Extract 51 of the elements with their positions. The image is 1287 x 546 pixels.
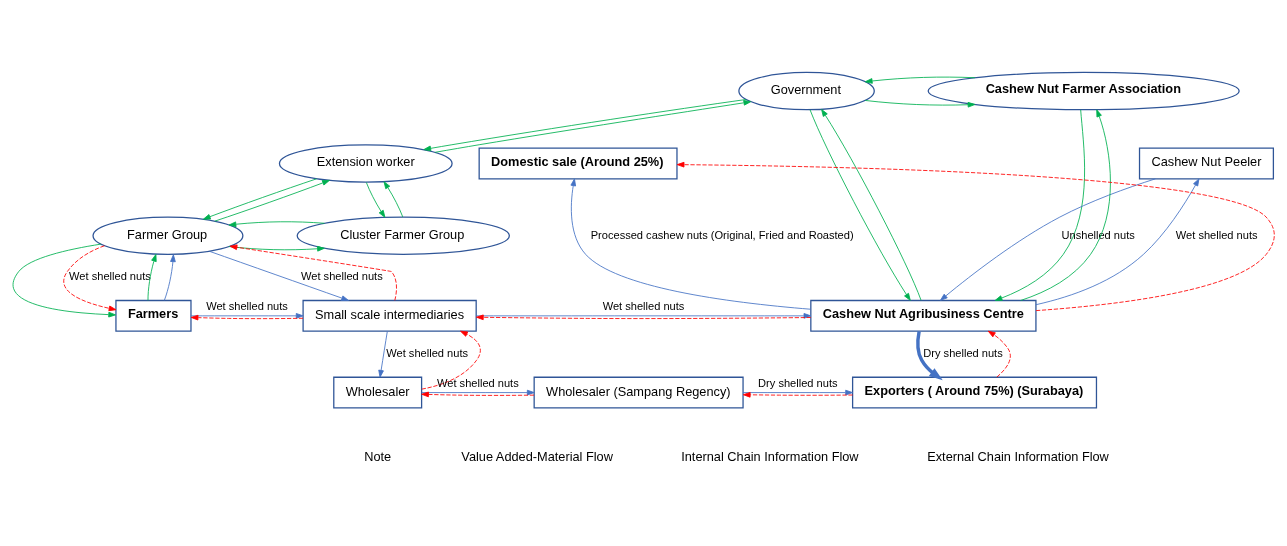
edge-label: Wet shelled nuts [301, 270, 383, 283]
node-box: Wholesaler (Sampang Regency) [533, 376, 744, 409]
edge-label: Dry shelled nuts [923, 347, 1003, 360]
edge-label: Wet shelled nuts [386, 347, 469, 360]
node-box: Farmers [115, 299, 192, 332]
arrow [864, 100, 976, 108]
arrow [1020, 109, 1111, 301]
arrow [940, 178, 1156, 301]
arrow [916, 331, 943, 381]
edge-label: Wet shelled nuts [602, 300, 685, 313]
arrow [63, 245, 117, 312]
node-ellipse: Cluster Farmer Group [296, 216, 510, 256]
edge-label: Wet shelled nuts [437, 376, 519, 389]
legend-label: External Chain Information Flow [927, 449, 1109, 465]
arrow [742, 389, 853, 396]
arrow [742, 392, 854, 398]
node-box: Cashew Nut Agribusiness Centre [810, 299, 1037, 332]
label: Note [364, 449, 392, 465]
arrow [147, 254, 157, 301]
legend-label: Internal Chain Information Flow [681, 449, 859, 465]
arrow [378, 331, 388, 378]
arrow [864, 76, 976, 84]
arrow [994, 109, 1085, 301]
arrow [421, 330, 481, 390]
arrow [163, 254, 176, 301]
edge-label: Processed cashew nuts (Original, Fried and Roasted) [590, 228, 854, 241]
arrow [383, 181, 404, 218]
arrow [209, 250, 349, 301]
node-box: Small scale intermediaries [302, 299, 477, 332]
node-box: Exporters ( Around 75%) (Surabaya) [852, 376, 1098, 409]
arrow [214, 179, 330, 222]
arrow [570, 178, 812, 310]
edge-label: Wet shelled nuts [69, 270, 151, 283]
edge-label: Wet shelled nuts [1175, 228, 1258, 241]
arrow [821, 109, 922, 301]
legend-label: Value Added-Material Flow [461, 449, 613, 465]
node-box: Domestic sale (Around 25%) [478, 147, 678, 180]
arrow [229, 244, 397, 301]
arrow [228, 221, 325, 228]
edge-label: Dry shelled nuts [758, 376, 838, 389]
arrow [676, 161, 1275, 312]
edge-label: Wet shelled nuts [206, 300, 288, 313]
arrow [203, 178, 317, 220]
arrow [987, 330, 1011, 378]
node-box: Cashew Nut Peeler [1138, 147, 1275, 180]
arrow [1035, 178, 1200, 306]
arrow [809, 109, 911, 301]
arrow [12, 243, 116, 318]
arrow [365, 182, 386, 218]
node-box: Wholesaler [333, 376, 423, 409]
arrow [228, 245, 325, 252]
